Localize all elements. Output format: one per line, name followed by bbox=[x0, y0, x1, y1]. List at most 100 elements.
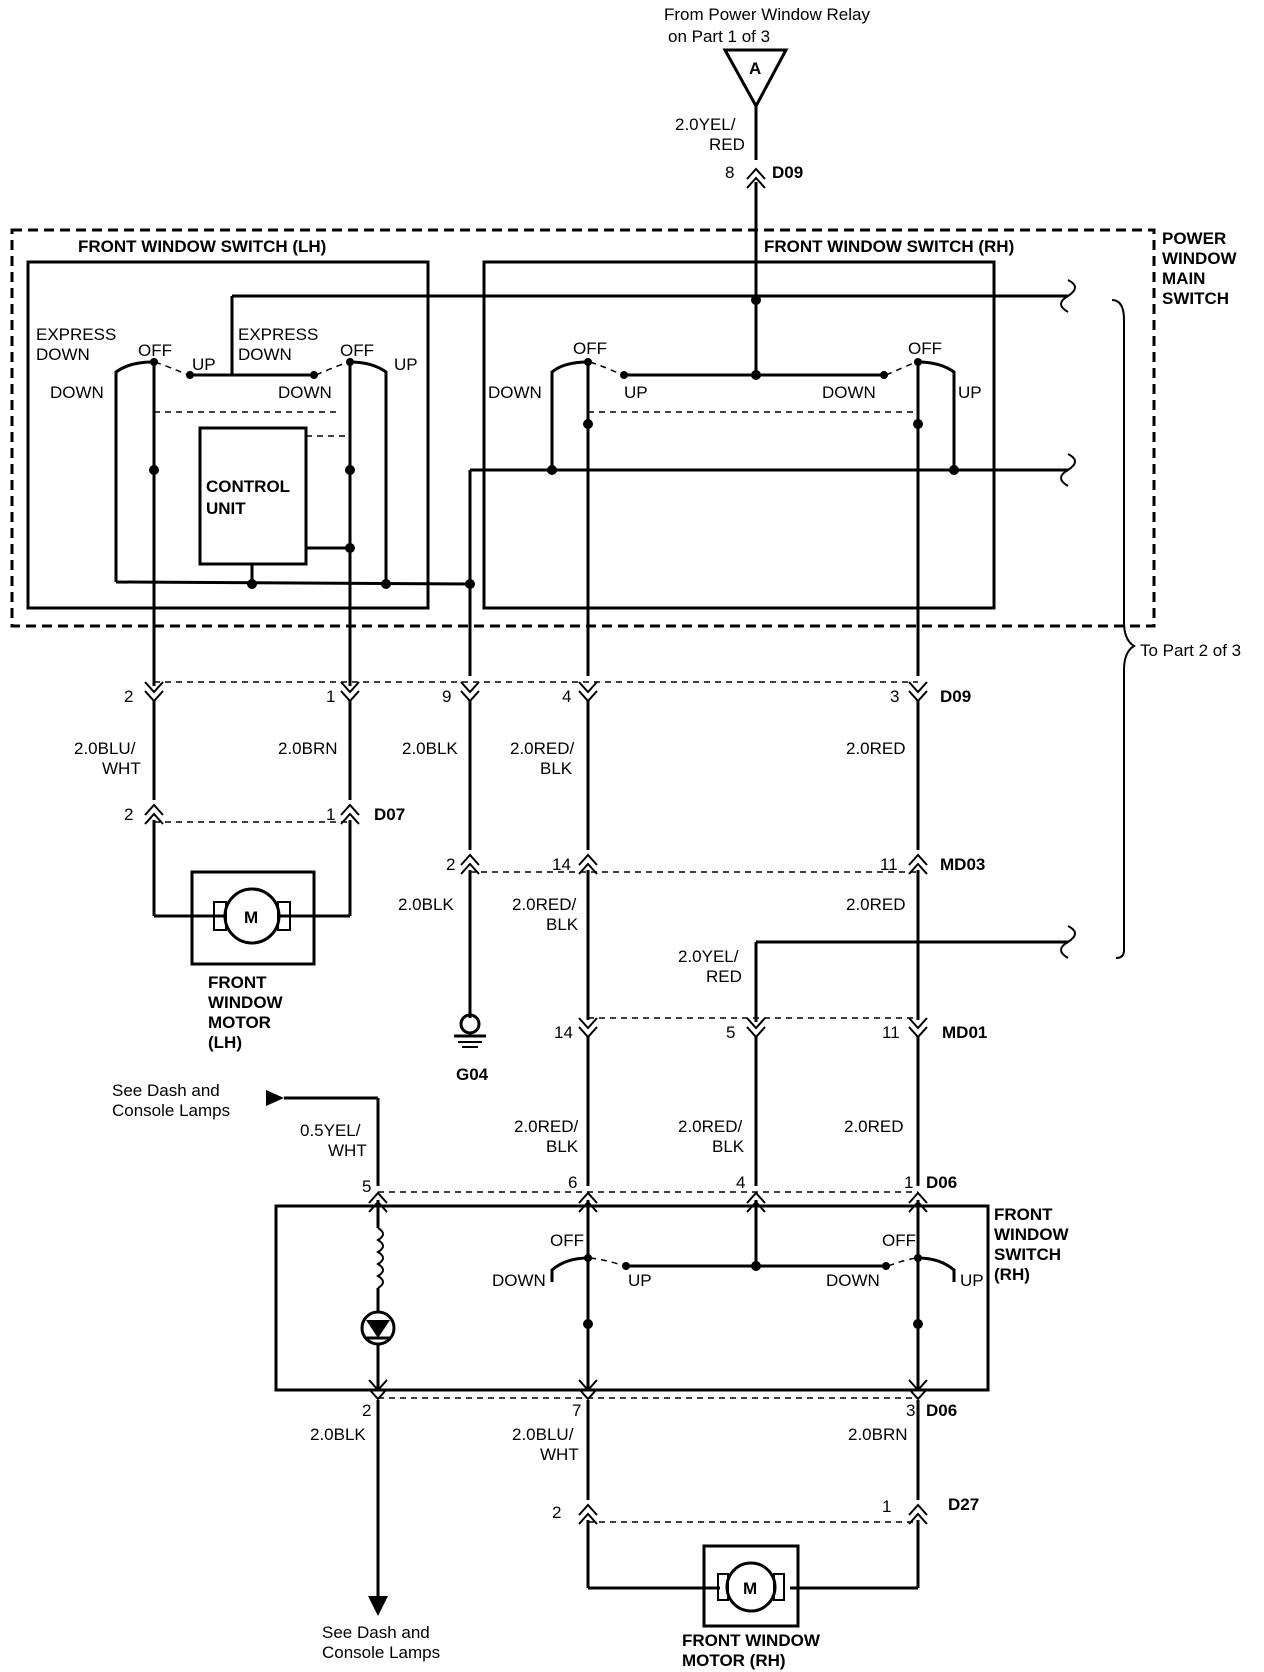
pin-8: 8 bbox=[725, 163, 734, 182]
rh-switch-label-1: FRONT bbox=[994, 1205, 1053, 1224]
rh-switch-label-2: WINDOW bbox=[994, 1225, 1070, 1244]
wire-red-blk-2: BLK bbox=[540, 759, 573, 778]
wire-yel-red-1: 2.0YEL/ bbox=[675, 115, 736, 134]
lh-switch-title: FRONT WINDOW SWITCH (LH) bbox=[78, 237, 326, 256]
connector-a-triangle bbox=[722, 48, 789, 110]
d06-bottom-pin-3: 3 bbox=[906, 1401, 915, 1420]
d27-pin-1: 1 bbox=[882, 1497, 891, 1516]
md03-pin-11: 11 bbox=[880, 855, 898, 874]
connector-d27: 2 1 D27 bbox=[552, 1495, 979, 1525]
d27-label: D27 bbox=[948, 1495, 979, 1514]
rh-sw-down-2: DOWN bbox=[826, 1271, 880, 1290]
to-part-2: To Part 2 of 3 bbox=[1140, 641, 1241, 660]
front-window-motor-rh: M FRONT WINDOW MOTOR (RH) bbox=[682, 1544, 821, 1670]
lh-express-4: DOWN bbox=[238, 345, 292, 364]
wire-yel-red-4: RED bbox=[706, 967, 742, 986]
rh-down-1: DOWN bbox=[488, 383, 542, 402]
dash-lamps-bottom-1: See Dash and bbox=[322, 1623, 430, 1642]
main-switch-label-1: POWER bbox=[1162, 229, 1226, 248]
dash-lamps-top-2: Console Lamps bbox=[112, 1101, 230, 1120]
d06-bottom-label: D06 bbox=[926, 1401, 957, 1420]
power-window-main-switch: POWER WINDOW MAIN SWITCH FRONT WINDOW SW… bbox=[10, 228, 1238, 959]
wire-brn-2: 2.0BRN bbox=[848, 1425, 908, 1444]
wire-red-blk-6: BLK bbox=[546, 1137, 579, 1156]
rh-motor-label-2: MOTOR (RH) bbox=[682, 1651, 786, 1670]
lh-down-2: DOWN bbox=[278, 383, 332, 402]
rh-sw-off-1: OFF bbox=[550, 1231, 584, 1250]
lh-off-2: OFF bbox=[340, 341, 374, 360]
lh-switch-box bbox=[26, 260, 430, 610]
wire-blk: 2.0BLK bbox=[402, 739, 458, 758]
front-window-motor-lh: M FRONT WINDOW MOTOR (LH) bbox=[190, 870, 316, 1052]
d06-top-pin-6: 6 bbox=[568, 1173, 577, 1192]
rh-sw-down-1: DOWN bbox=[492, 1271, 546, 1290]
control-unit-box bbox=[198, 426, 308, 566]
rh-motor-symbol: M bbox=[743, 1579, 757, 1598]
d06-bottom-pin-7: 7 bbox=[572, 1401, 581, 1420]
md01-pin-14: 14 bbox=[554, 1023, 573, 1042]
front-window-switch-rh: FRONT WINDOW SWITCH (RH) OFF DOWN UP OFF… bbox=[274, 1200, 1070, 1392]
connector-d07: 2 1 D07 bbox=[124, 804, 405, 825]
rh-sw-up-1: UP bbox=[628, 1271, 652, 1290]
ground-g04: G04 bbox=[454, 1013, 489, 1084]
rh-motor-label-1: FRONT WINDOW bbox=[682, 1631, 821, 1650]
main-switch-boundary bbox=[10, 228, 1156, 628]
rh-sw-up-2: UP bbox=[960, 1271, 984, 1290]
wire-blk-3: 2.0BLK bbox=[310, 1425, 366, 1444]
rh-off-2: OFF bbox=[908, 339, 942, 358]
top-source: From Power Window Relay on Part 1 of 3 A… bbox=[664, 5, 870, 300]
d06-top-pin-4: 4 bbox=[736, 1173, 745, 1192]
wire-blu-wht-4: WHT bbox=[540, 1445, 579, 1464]
d09-pin-1: 1 bbox=[326, 687, 335, 706]
lh-express-3: EXPRESS bbox=[238, 325, 318, 344]
dash-lamps-top-1: See Dash and bbox=[112, 1081, 220, 1100]
lh-motor-label-4: (LH) bbox=[208, 1033, 242, 1052]
md01-pin-11: 11 bbox=[882, 1023, 900, 1042]
dash-lamps-bottom-2: Console Lamps bbox=[322, 1643, 440, 1662]
rh-switch-title: FRONT WINDOW SWITCH (RH) bbox=[764, 237, 1014, 256]
d06-top-pin-5: 5 bbox=[362, 1177, 371, 1196]
ground-label: G04 bbox=[456, 1065, 489, 1084]
wire-red-blk-4: BLK bbox=[546, 915, 579, 934]
wire-red-3: 2.0RED bbox=[844, 1117, 904, 1136]
md01-label: MD01 bbox=[942, 1023, 987, 1042]
wire-red-2: 2.0RED bbox=[846, 895, 906, 914]
md03-pin-14: 14 bbox=[552, 855, 571, 874]
rh-up-2: UP bbox=[958, 383, 982, 402]
rh-switch-label-4: (RH) bbox=[994, 1265, 1030, 1284]
d27-pin-2: 2 bbox=[552, 1503, 561, 1522]
lh-motor-label-2: WINDOW bbox=[208, 993, 284, 1012]
md03-label: MD03 bbox=[940, 855, 985, 874]
d06-top-label: D06 bbox=[926, 1173, 957, 1192]
wire-red: 2.0RED bbox=[846, 739, 906, 758]
connector-d06-bottom: 2 7 3 D06 bbox=[362, 1379, 957, 1420]
wire-yel-wht-1: 0.5YEL/ bbox=[300, 1121, 361, 1140]
main-switch-label-2: WINDOW bbox=[1162, 249, 1238, 268]
md01-pin-5: 5 bbox=[726, 1023, 735, 1042]
lh-express-1: EXPRESS bbox=[36, 325, 116, 344]
wire-yel-red-3: 2.0YEL/ bbox=[678, 947, 739, 966]
connector-d09: 2 1 9 4 3 D09 bbox=[124, 681, 971, 706]
d09-label: D09 bbox=[940, 687, 971, 706]
connector-d06-top: 5 6 4 1 D06 bbox=[362, 1173, 957, 1213]
lh-motor-label-3: MOTOR bbox=[208, 1013, 271, 1032]
source-label-2: on Part 1 of 3 bbox=[668, 27, 770, 46]
main-switch-label-4: SWITCH bbox=[1162, 289, 1229, 308]
source-label-1: From Power Window Relay bbox=[664, 5, 870, 24]
lh-motor-label-1: FRONT bbox=[208, 973, 267, 992]
connector-md03: 2 14 11 MD03 bbox=[446, 854, 985, 875]
rh-sw-off-2: OFF bbox=[882, 1231, 916, 1250]
wire-red-blk-1: 2.0RED/ bbox=[510, 739, 575, 758]
connector-md01: 14 5 11 MD01 bbox=[554, 1017, 987, 1042]
lh-up-2: UP bbox=[394, 355, 418, 374]
d06-bottom-pin-2: 2 bbox=[362, 1401, 371, 1420]
connector-d09-top-label: D09 bbox=[772, 163, 803, 182]
rh-switch-box bbox=[482, 260, 996, 610]
control-unit-label-2: UNIT bbox=[206, 499, 246, 518]
d07-pin-1: 1 bbox=[326, 805, 335, 824]
d09-pin-2: 2 bbox=[124, 687, 133, 706]
d09-pin-4: 4 bbox=[562, 687, 571, 706]
wire-yel-red-2: RED bbox=[709, 135, 745, 154]
rh-off-1: OFF bbox=[573, 339, 607, 358]
